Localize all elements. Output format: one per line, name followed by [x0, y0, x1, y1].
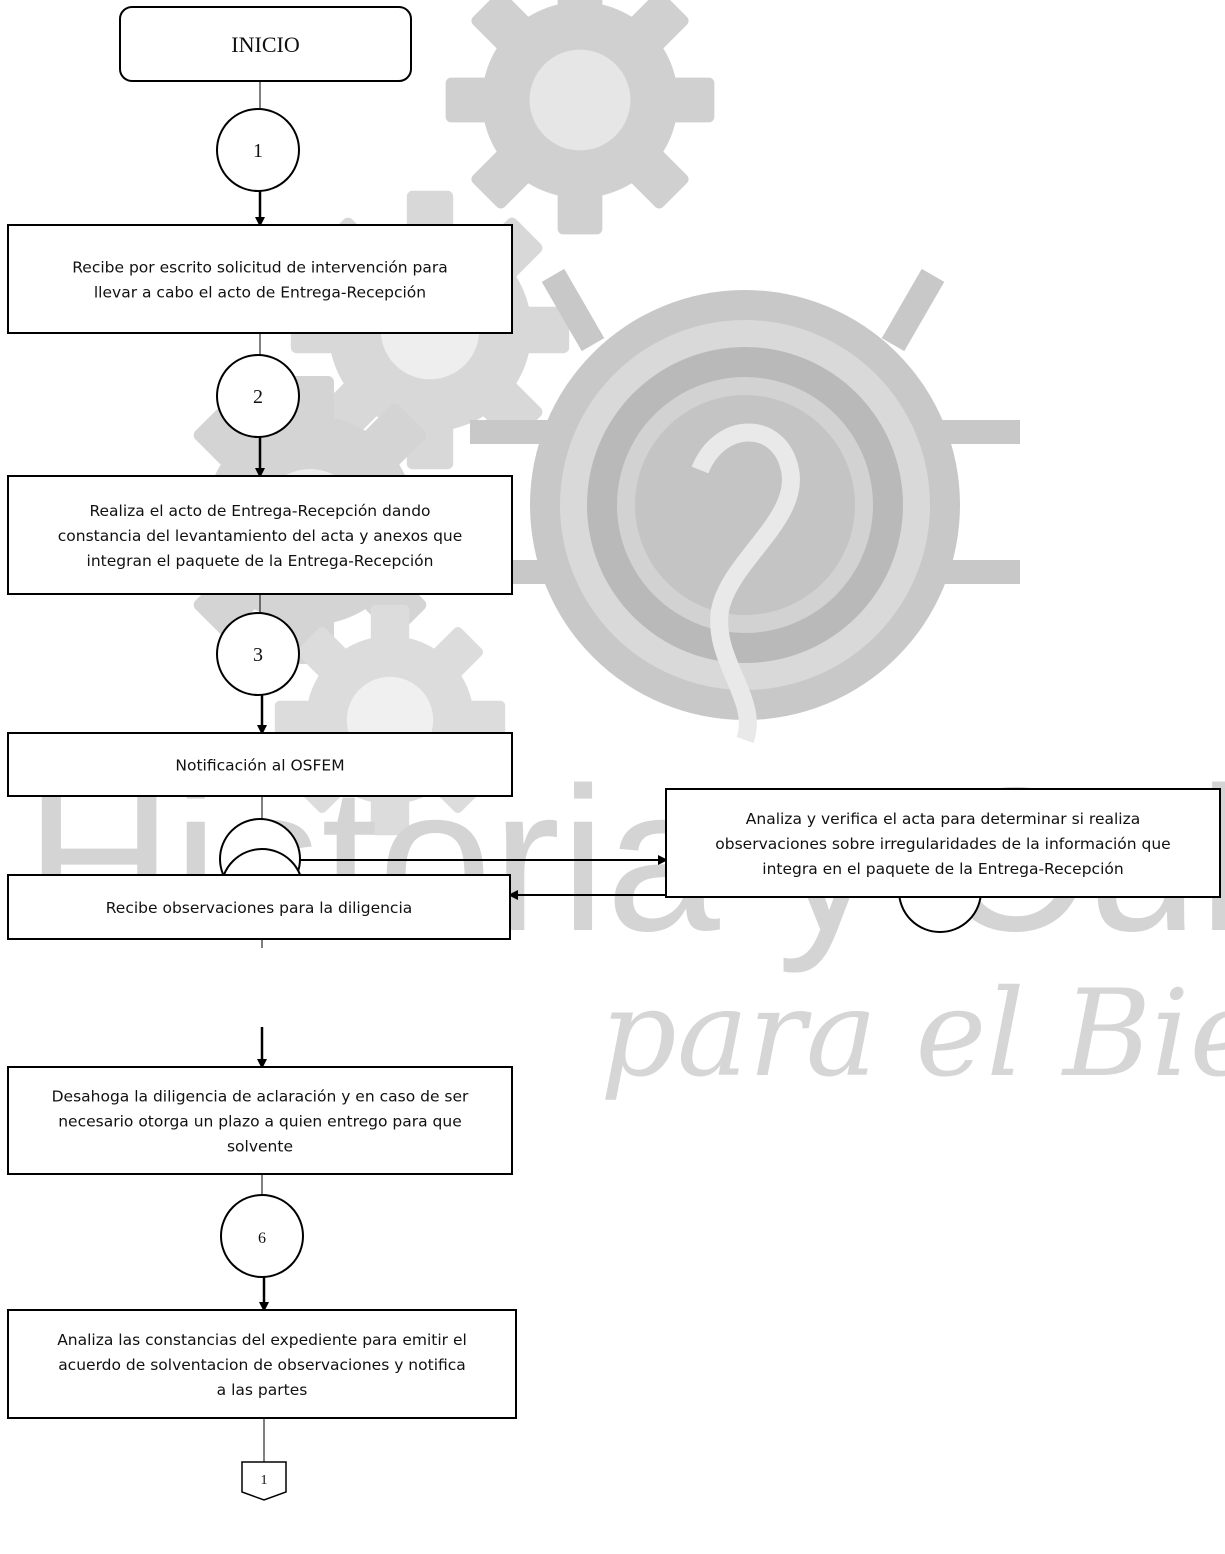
- process-text-line: observaciones sobre irregularidades de l…: [715, 835, 1170, 853]
- connector-circle: 1: [216, 108, 300, 192]
- process-box: Notificación al OSFEM: [7, 732, 513, 797]
- connector-label: 1: [253, 140, 263, 162]
- process-text-line: Notificación al OSFEM: [175, 757, 344, 775]
- process-steps: Recibe por escrito solicitud de interven…: [7, 224, 1221, 1419]
- watermark-emblem-icon: [470, 268, 1020, 744]
- connector-label: 3: [253, 644, 263, 666]
- connector-label: 6: [258, 1230, 266, 1247]
- process-text-line: Analiza las constancias del expediente p…: [57, 1331, 467, 1349]
- process-text-line: integran el paquete de la Entrega-Recepc…: [87, 552, 434, 570]
- watermark-text-line2: para el Bienestar: [600, 965, 1225, 1104]
- connector-label: 2: [253, 386, 263, 408]
- process-text-line: integra en el paquete de la Entrega-Rece…: [762, 860, 1123, 878]
- process-box: Analiza y verifica el acta para determin…: [665, 788, 1221, 898]
- process-box: Recibe por escrito solicitud de interven…: [7, 224, 513, 334]
- process-box: Realiza el acto de Entrega-Recepción dan…: [7, 475, 513, 595]
- watermark-gear-top-icon: [445, 0, 715, 235]
- process-text-line: necesario otorga un plazo a quien entreg…: [58, 1113, 462, 1131]
- process-text-line: llevar a cabo el acto de Entrega-Recepci…: [94, 284, 426, 302]
- connector-circle: 6: [220, 1194, 304, 1278]
- process-text-line: Desahoga la diligencia de aclaración y e…: [52, 1088, 469, 1106]
- process-text-line: Realiza el acto de Entrega-Recepción dan…: [89, 502, 430, 520]
- start-terminator: INICIO: [119, 6, 412, 82]
- process-box: Recibe observaciones para la diligencia: [7, 874, 511, 940]
- offpage-label: 1: [261, 1473, 268, 1488]
- process-text-line: acuerdo de solventacion de observaciones…: [58, 1356, 466, 1374]
- process-text-line: Analiza y verifica el acta para determin…: [746, 810, 1140, 828]
- connector-circle: 3: [216, 612, 300, 696]
- process-text-line: solvente: [227, 1138, 293, 1156]
- offpage-connector: 1: [241, 1461, 287, 1501]
- connector-circle: 2: [216, 354, 300, 438]
- process-text-line: Recibe observaciones para la diligencia: [106, 899, 413, 917]
- start-label: INICIO: [231, 32, 299, 57]
- process-box: Desahoga la diligencia de aclaración y e…: [7, 1066, 513, 1175]
- process-text-line: a las partes: [217, 1381, 308, 1399]
- process-text-line: Recibe por escrito solicitud de interven…: [72, 259, 448, 277]
- process-box: Analiza las constancias del expediente p…: [7, 1309, 517, 1419]
- process-text-line: constancia del levantamiento del acta y …: [58, 527, 463, 545]
